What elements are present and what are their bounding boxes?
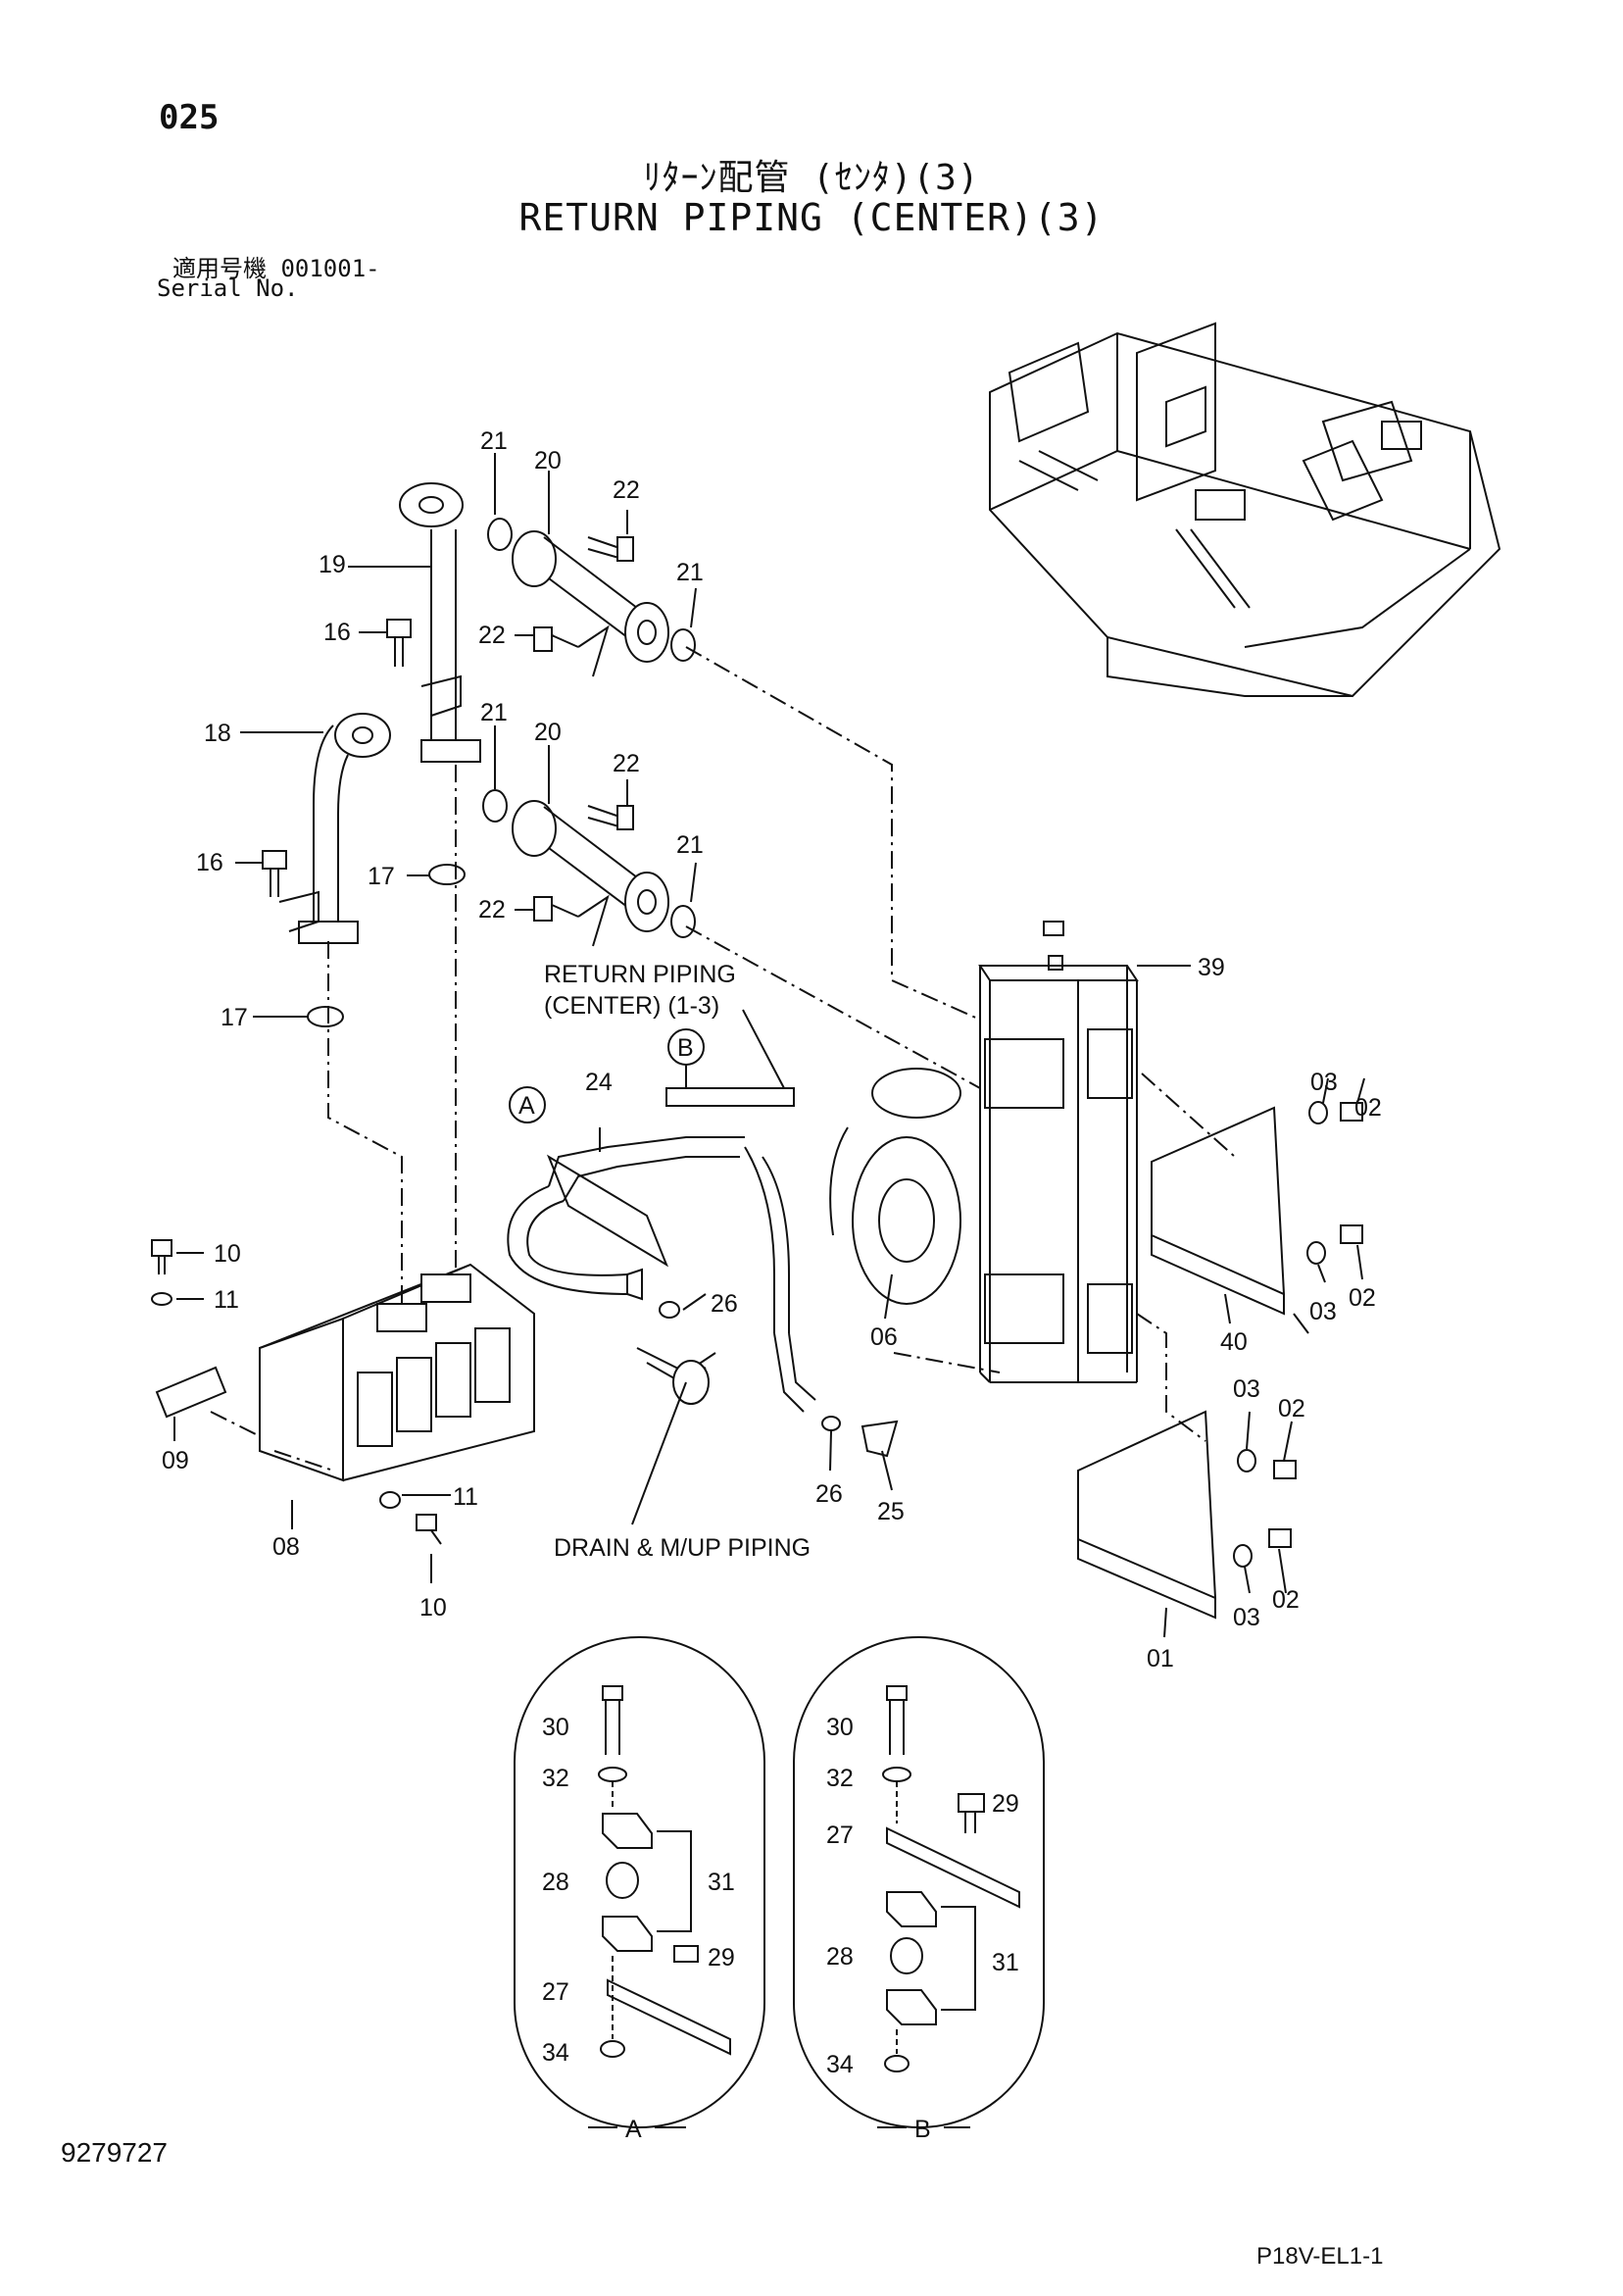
document-id: 9279727	[61, 2137, 169, 2168]
callout-40: 40	[1220, 1328, 1248, 1356]
callout-11: 11	[214, 1286, 239, 1314]
callout-39: 39	[1198, 954, 1225, 981]
tank-39	[978, 921, 1139, 1383]
callout-08: 08	[272, 1533, 300, 1561]
callout-28: 28	[542, 1869, 569, 1896]
serial-label-english: Serial No.	[157, 275, 299, 302]
callout-31: 31	[708, 1869, 735, 1896]
callout-31: 31	[992, 1949, 1019, 1976]
leader-lines	[173, 453, 1365, 1638]
connection-lines	[210, 646, 1236, 1472]
callout-26: 26	[711, 1290, 738, 1318]
callout-27: 27	[826, 1822, 854, 1849]
callout-27: 27	[542, 1978, 569, 2006]
pipe-20-upper	[512, 530, 669, 677]
machine-overview-illustration	[989, 322, 1501, 698]
marker-b: B	[677, 1034, 694, 1062]
callout-19: 19	[319, 551, 346, 578]
notes: RETURN PIPING (CENTER) (1-3) DRAIN & M/U…	[544, 961, 811, 1562]
callout-02: 02	[1354, 1094, 1382, 1122]
callout-03: 03	[1233, 1604, 1260, 1631]
callout-18: 18	[204, 720, 231, 747]
pump-08	[151, 1239, 535, 1545]
callout-17: 17	[221, 1004, 248, 1031]
detail-b-frame	[793, 1636, 1045, 2128]
callout-17: 17	[368, 863, 395, 890]
callout-10: 10	[214, 1240, 241, 1268]
detail-b-callouts: 30 32 29 27 28 31 34	[826, 1714, 1019, 2078]
detail-a-parts	[598, 1685, 731, 2058]
callout-30: 30	[826, 1714, 854, 1741]
callout-32: 32	[542, 1765, 569, 1792]
callout-25: 25	[877, 1498, 905, 1525]
callout-29: 29	[992, 1790, 1019, 1818]
page-number: 025	[159, 98, 220, 137]
callout-34: 34	[826, 2051, 854, 2078]
pipe-20-lower	[512, 800, 669, 947]
callout-29: 29	[708, 1944, 735, 1972]
callout-11: 11	[453, 1483, 478, 1511]
detail-a-label: A	[625, 2116, 642, 2143]
serial-label-japanese: 適用号機 001001-	[172, 255, 380, 282]
note-return-piping-center: (CENTER) (1-3)	[544, 992, 719, 1020]
callout-22: 22	[478, 622, 506, 649]
callout-21: 21	[676, 559, 704, 586]
callout-02: 02	[1278, 1395, 1305, 1423]
callout-21: 21	[676, 831, 704, 859]
callout-32: 32	[826, 1765, 854, 1792]
callout-03: 03	[1309, 1298, 1337, 1325]
drain-fitting	[636, 1301, 899, 1458]
detail-b-label: B	[914, 2116, 931, 2143]
reference-markers: A B A B	[509, 1028, 970, 2143]
drawing-code: P18V-EL1-1	[1256, 2243, 1384, 2270]
callout-20: 20	[534, 447, 562, 474]
callout-22: 22	[478, 896, 506, 923]
callout-labels: 21 20 22 21 19 16 22 18 21 20 22 21 16 1…	[162, 427, 1382, 1672]
callout-20: 20	[534, 719, 562, 746]
bracket-01	[1077, 1410, 1217, 1620]
elbow-06	[829, 1068, 961, 1305]
callout-26: 26	[815, 1480, 843, 1508]
callout-03: 03	[1310, 1069, 1338, 1096]
title-english: RETURN PIPING (CENTER)(3)	[518, 196, 1105, 239]
callout-28: 28	[826, 1943, 854, 1971]
callout-24: 24	[585, 1069, 613, 1096]
title-japanese: ﾘﾀｰﾝ配管 (ｾﾝﾀ)(3)	[643, 158, 980, 198]
callout-22: 22	[613, 750, 640, 777]
note-return-piping: RETURN PIPING	[544, 961, 736, 988]
marker-a: A	[518, 1092, 535, 1120]
callout-16: 16	[323, 619, 351, 646]
hose-24	[507, 1087, 816, 1413]
callout-03: 03	[1233, 1375, 1260, 1403]
callout-01: 01	[1147, 1645, 1174, 1672]
callout-21: 21	[480, 427, 508, 455]
callout-09: 09	[162, 1447, 189, 1474]
callout-30: 30	[542, 1714, 569, 1741]
detail-a-callouts: 30 32 28 31 29 27 34	[542, 1714, 735, 2067]
washers-and-bolts-right	[1233, 1101, 1363, 1568]
pipe-18	[278, 713, 391, 944]
callout-34: 34	[542, 2039, 569, 2067]
detail-b-parts	[882, 1685, 1020, 2072]
callout-21: 21	[480, 699, 508, 726]
bracket-40	[1151, 1106, 1286, 1316]
callout-16: 16	[196, 849, 223, 876]
pipe-19	[399, 482, 481, 763]
callout-22: 22	[613, 476, 640, 504]
callout-02: 02	[1272, 1586, 1300, 1614]
detail-a-frame	[514, 1636, 765, 2128]
bolts	[262, 536, 634, 922]
callout-10: 10	[419, 1594, 447, 1622]
note-drain-mup-piping: DRAIN & M/UP PIPING	[554, 1534, 811, 1562]
callout-02: 02	[1349, 1284, 1376, 1312]
callout-06: 06	[870, 1323, 898, 1351]
